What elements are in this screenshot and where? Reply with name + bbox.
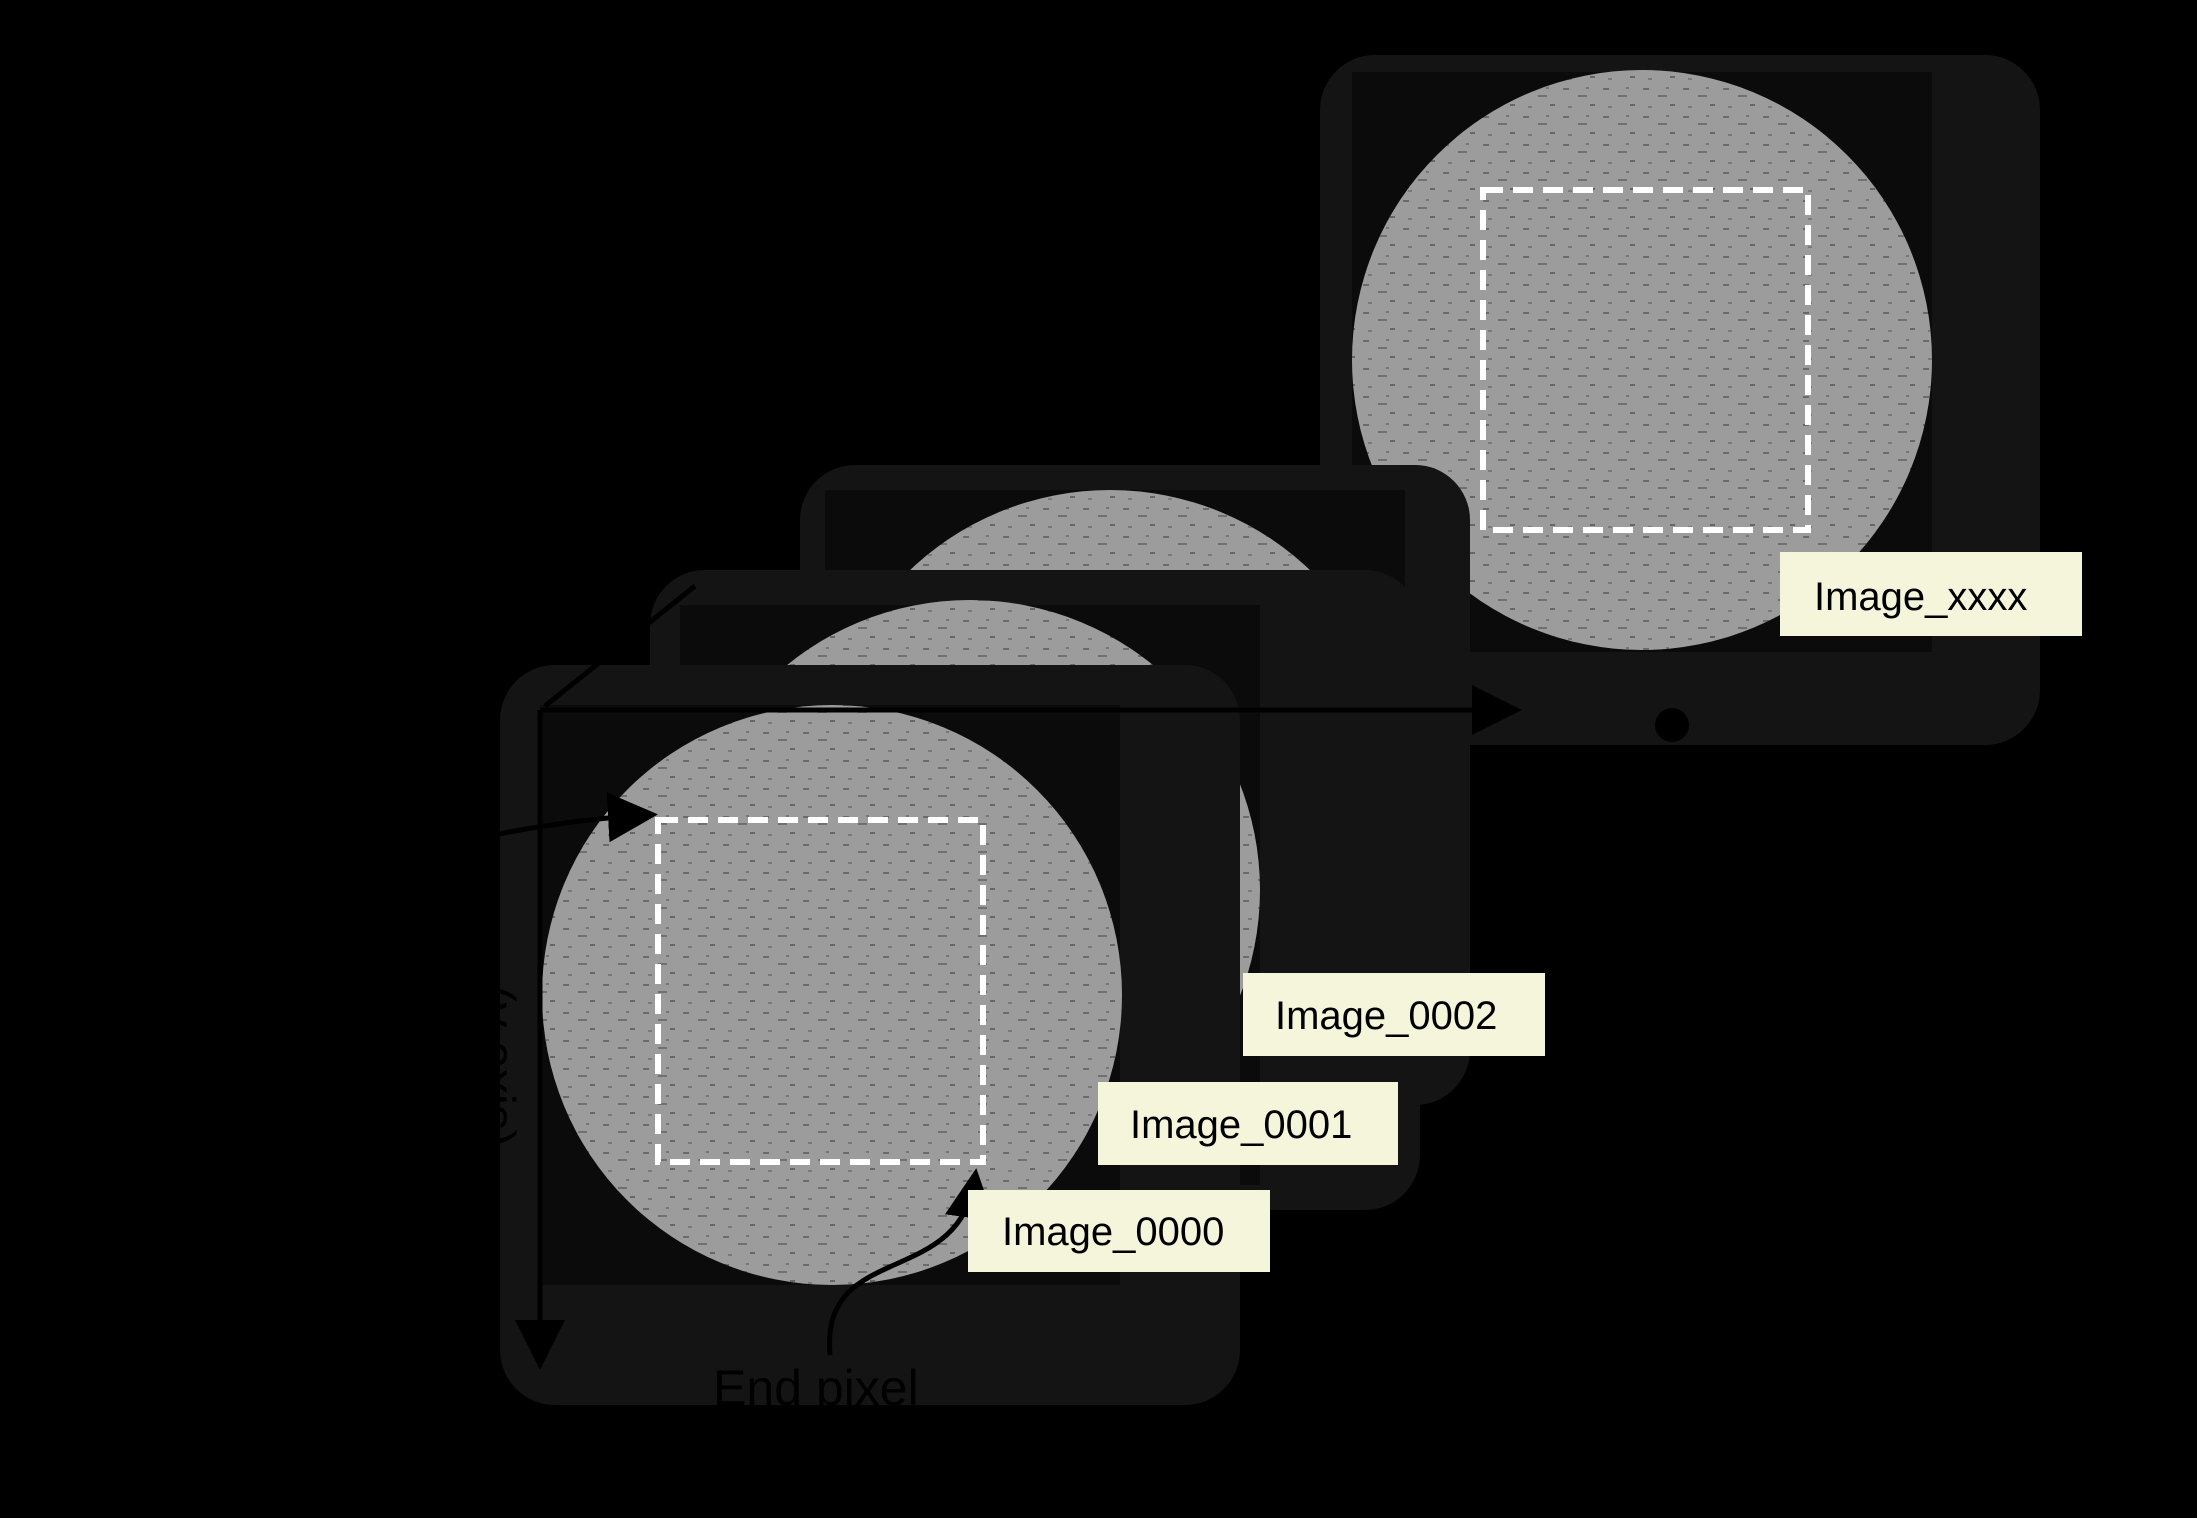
label-box bbox=[1243, 973, 1545, 1056]
label-box bbox=[968, 1190, 1270, 1272]
label-image-0001: Image_0001 bbox=[1098, 1082, 1398, 1165]
label-image-0000: Image_0000 bbox=[968, 1190, 1270, 1272]
roi-box bbox=[1480, 187, 1811, 533]
vertical-axis-label: ... (y axis) bbox=[469, 930, 525, 1147]
label-text: Image_0002 bbox=[1275, 994, 1497, 1038]
roi-box bbox=[655, 817, 986, 1165]
continuation-dot bbox=[1655, 708, 1689, 742]
end-pixel-label: End pixel bbox=[713, 1360, 919, 1416]
z-axis-arrow bbox=[543, 584, 697, 708]
label-text: Image_0000 bbox=[1002, 1210, 1224, 1254]
label-box bbox=[1780, 552, 2082, 636]
label-text: Image_0001 bbox=[1130, 1103, 1352, 1147]
sample-disc bbox=[1352, 70, 1932, 650]
label-box bbox=[1098, 1082, 1398, 1165]
frame-image-0000 bbox=[500, 665, 1240, 1405]
sample-disc bbox=[542, 705, 1122, 1285]
continuation-dot bbox=[1483, 855, 1517, 889]
label-text: Image_xxxx bbox=[1814, 575, 2027, 619]
label-image-xxxx: Image_xxxx bbox=[1780, 552, 2082, 636]
start-pixel-arrow bbox=[469, 792, 658, 843]
end-pixel-arrow bbox=[827, 1168, 995, 1356]
label-image-0002: Image_0002 bbox=[1243, 973, 1545, 1056]
